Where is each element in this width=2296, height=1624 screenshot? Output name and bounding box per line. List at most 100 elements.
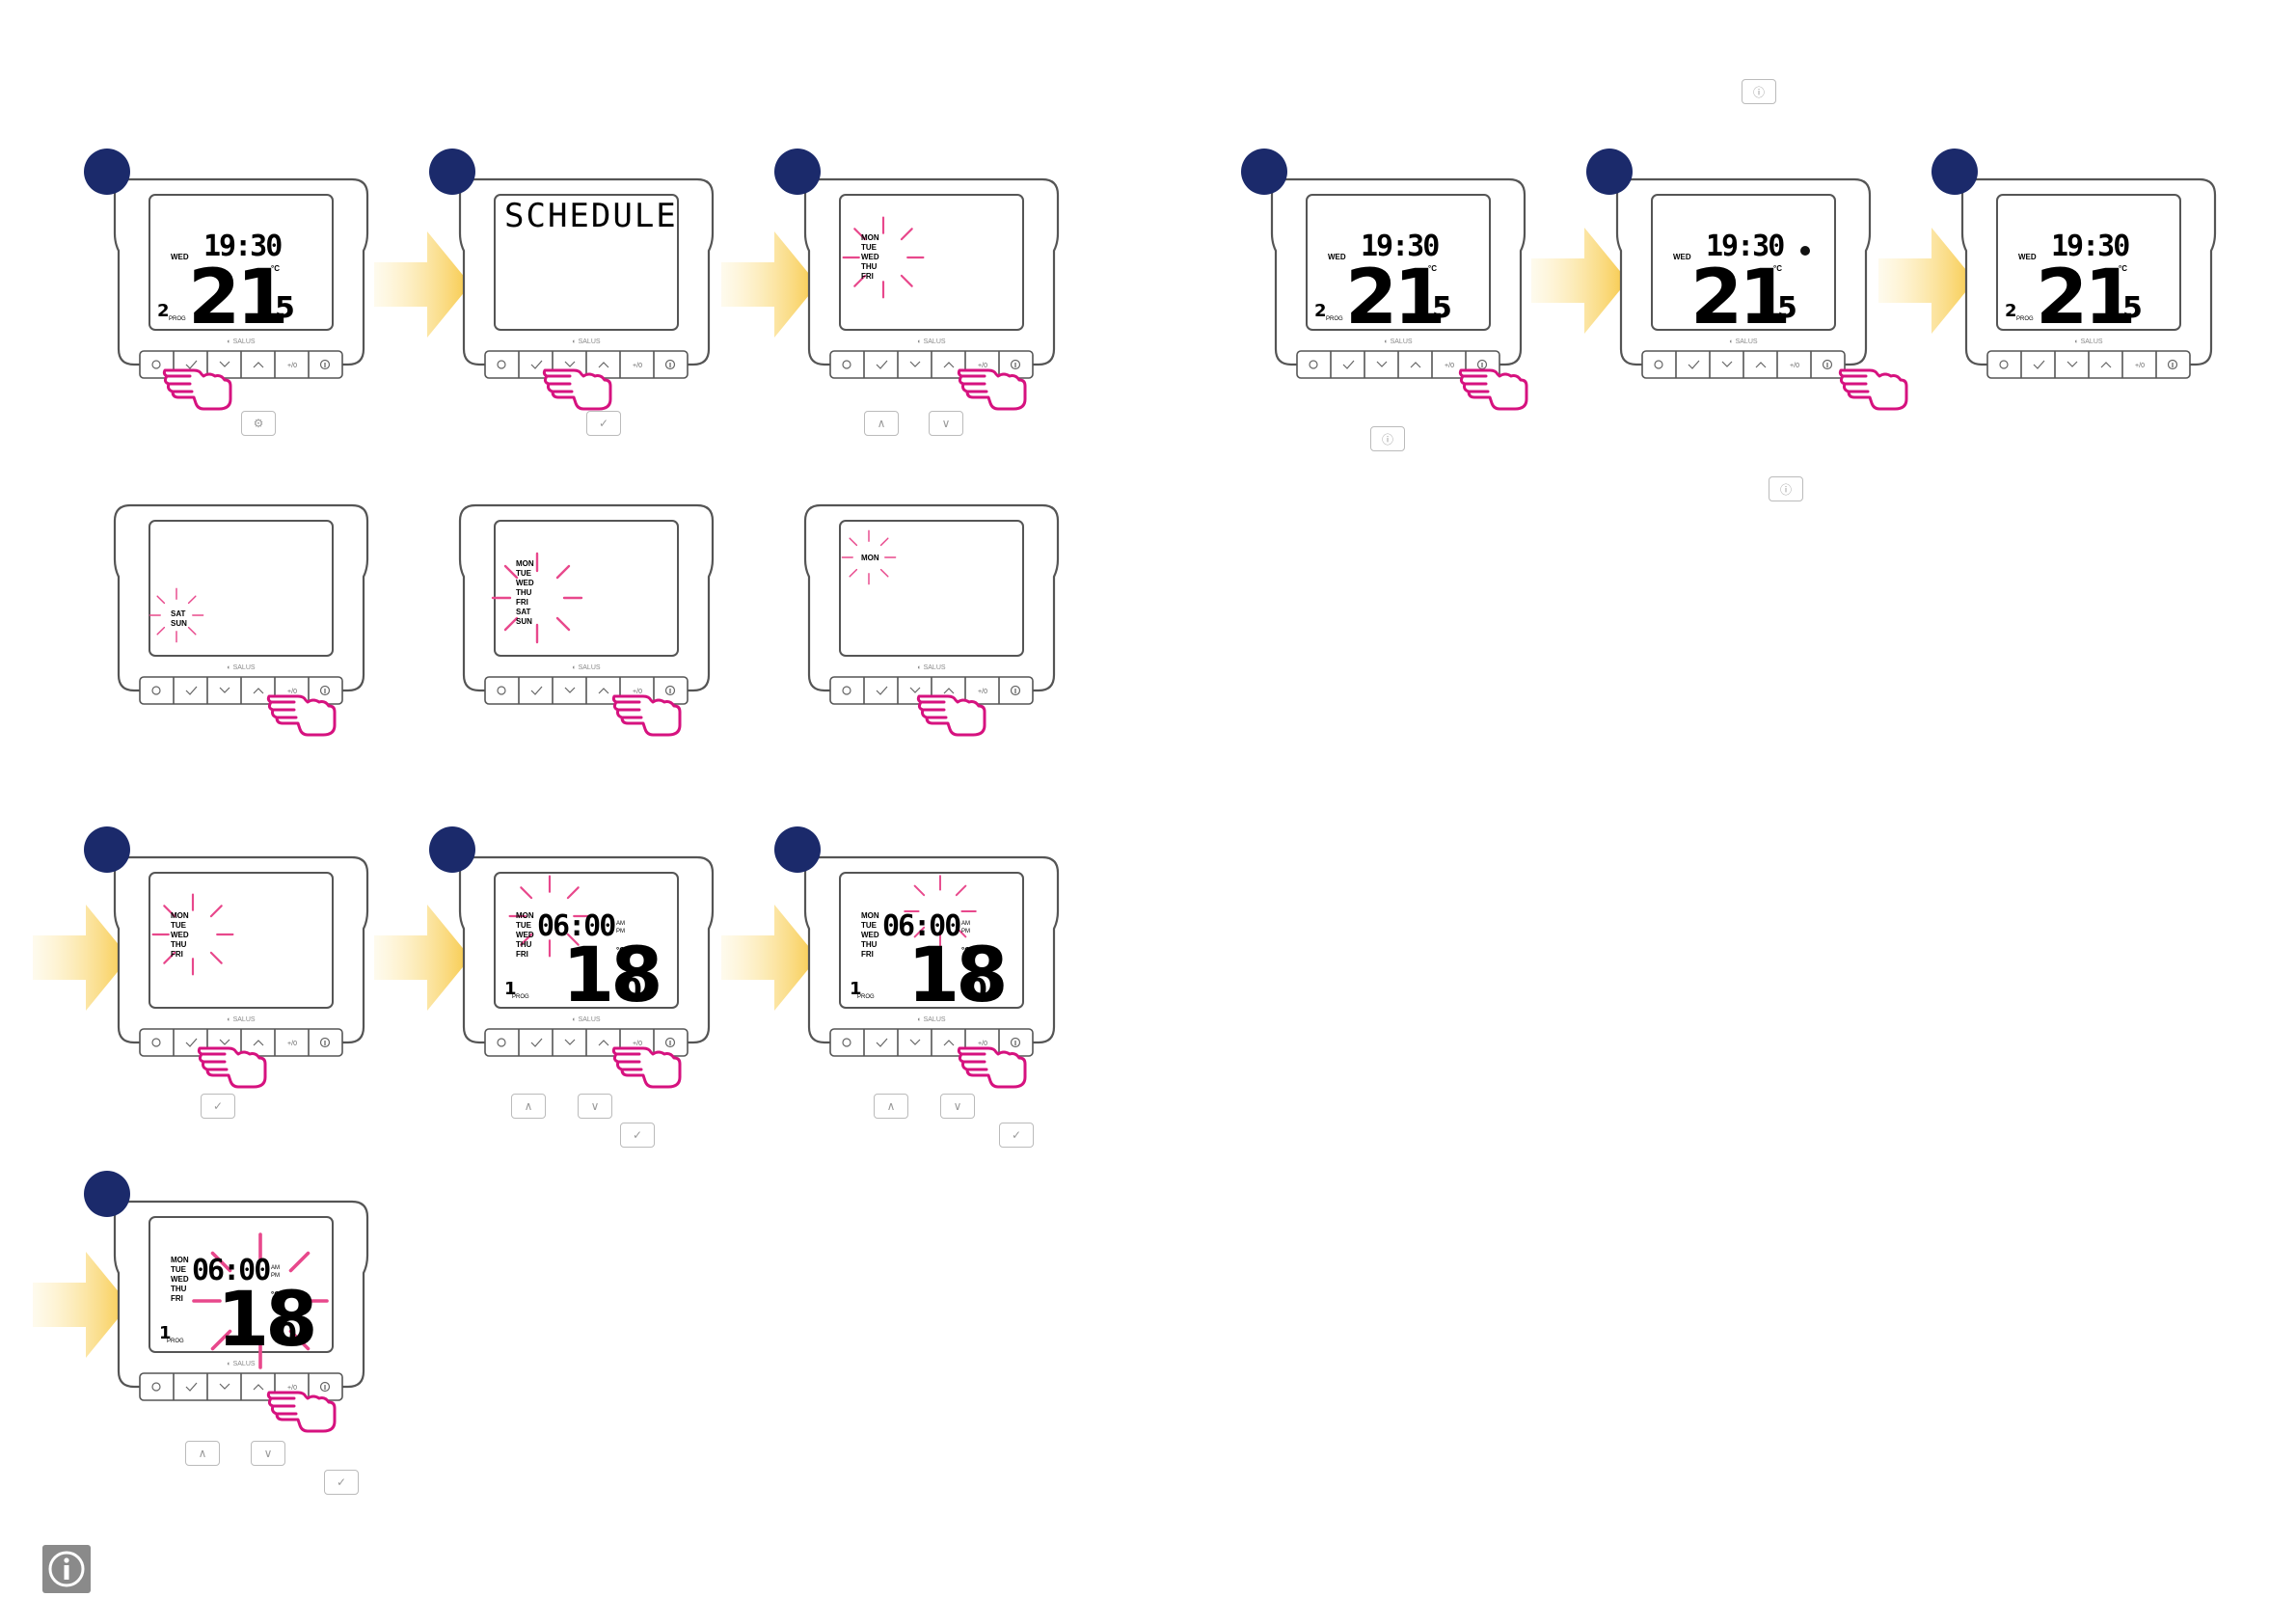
day-label: FRI — [516, 598, 528, 607]
lcd-temp-int: 21 — [2036, 255, 2137, 341]
step-badge — [774, 826, 821, 873]
step-badge — [1931, 149, 1978, 195]
lcd-unit: °C — [961, 946, 970, 955]
hint-info-button[interactable]: ⓘ — [1742, 79, 1776, 104]
lcd-am: AM — [271, 1265, 280, 1271]
hint-check-button[interactable]: ✓ — [586, 411, 621, 436]
hint-down-button[interactable]: ∨ — [940, 1094, 975, 1119]
day-label: MON — [171, 1256, 189, 1264]
hand-icon — [161, 355, 238, 413]
lcd-temp-int: 21 — [1345, 255, 1446, 341]
day-label: TUE — [171, 1265, 186, 1274]
lcd-day: WED — [1328, 253, 1346, 261]
panel-step-5: MON TUE WED THU FRI 06:00 AM PM 18 0 °C … — [429, 826, 716, 1063]
lcd-time: 19:30 — [1361, 230, 1440, 263]
day-label: FRI — [516, 950, 528, 959]
lcd-temp-dec: 0 — [622, 973, 642, 1007]
lcd-day: WED — [1673, 253, 1691, 261]
step-badge — [429, 826, 475, 873]
day-label: FRI — [171, 950, 183, 959]
panel-step-r2: 19:30 WED 21 5 °C — [1586, 149, 1874, 385]
lcd-temp-dec: 5 — [2122, 291, 2143, 325]
lcd-prog-label: PROG — [857, 994, 875, 1000]
hint-up-button[interactable]: ∧ — [511, 1094, 546, 1119]
day-label: THU — [171, 1285, 187, 1293]
day-label: THU — [861, 940, 878, 949]
hint-check-button[interactable]: ✓ — [201, 1094, 235, 1119]
day-label: FRI — [171, 1294, 183, 1303]
lcd-prog-num: 2 — [1314, 301, 1327, 321]
day-label: THU — [516, 940, 532, 949]
panel-step-3: MON TUE WED THU FRI — [774, 149, 1062, 385]
lcd-prog-label: PROG — [1326, 316, 1343, 322]
hint-info-button[interactable]: ⓘ — [1370, 426, 1405, 451]
day-label: FRI — [861, 272, 874, 281]
lcd-days-mon-fri: MON TUE WED THU FRI — [516, 911, 534, 960]
day-label: SUN — [171, 619, 187, 628]
lcd-days-mon-fri: MON TUE WED THU FRI — [171, 1256, 189, 1304]
lcd-pm: PM — [961, 929, 970, 934]
day-label: WED — [516, 579, 534, 587]
lcd-temp-int: 18 — [217, 1277, 318, 1364]
hint-check-button[interactable]: ✓ — [324, 1470, 359, 1495]
day-label: FRI — [861, 950, 874, 959]
day-label: SAT — [516, 608, 531, 616]
step-badge — [84, 826, 130, 873]
lcd-prog-num: 1 — [850, 979, 862, 999]
lcd-time: 06:00 — [192, 1254, 271, 1287]
lcd-prog-num: 1 — [159, 1323, 172, 1343]
day-label: MON — [516, 911, 534, 920]
hint-check-button[interactable]: ✓ — [620, 1123, 655, 1148]
hand-icon — [610, 1033, 688, 1091]
hint-down-button[interactable]: ∨ — [578, 1094, 612, 1119]
info-icon — [1800, 246, 1810, 256]
lcd-days-sat-sun: SAT SUN — [171, 609, 187, 629]
hint-up-button[interactable]: ∧ — [874, 1094, 908, 1119]
day-label: MON — [171, 911, 189, 920]
hand-icon — [541, 355, 618, 413]
lcd-temp-int: 18 — [907, 933, 1009, 1019]
day-label: SUN — [516, 617, 532, 626]
hint-up-button[interactable]: ∧ — [864, 411, 899, 436]
day-label: WED — [861, 253, 879, 261]
lcd-prog-label: PROG — [2016, 316, 2034, 322]
panel-step-2: SCHEDULE — [429, 149, 716, 385]
lcd-temp-dec: 5 — [275, 291, 295, 325]
lcd-prog-label: PROG — [169, 316, 186, 322]
lcd-unit: °C — [271, 264, 280, 273]
lcd-time: 06:00 — [537, 909, 616, 943]
day-label: MON — [861, 233, 879, 242]
hint-up-button[interactable]: ∧ — [185, 1441, 220, 1466]
day-label: THU — [861, 262, 878, 271]
lcd-temp-dec: 5 — [1777, 291, 1797, 325]
lcd-am: AM — [616, 921, 625, 927]
hint-down-button[interactable]: ∨ — [929, 411, 963, 436]
lcd-days-all: MON TUE WED THU FRI SAT SUN — [516, 559, 534, 627]
step-badge — [1586, 149, 1633, 195]
day-label: SAT — [171, 609, 186, 618]
panel-sat-sun: SAT SUN — [111, 501, 371, 711]
lcd-day-mon: MON — [861, 554, 879, 562]
hint-down-button[interactable]: ∨ — [251, 1441, 285, 1466]
lcd-am: AM — [961, 921, 970, 927]
hint-check-button[interactable]: ✓ — [999, 1123, 1034, 1148]
hint-info-button[interactable]: ⓘ — [1769, 476, 1803, 501]
hand-icon — [1457, 355, 1534, 413]
lcd-prog-num: 2 — [157, 301, 170, 321]
panel-step-r1: 19:30 WED 21 5 °C 2 PROG — [1241, 149, 1528, 385]
lcd-time: 19:30 — [2051, 230, 2130, 263]
lcd-temp-dec: 0 — [967, 973, 987, 1007]
lcd-schedule-title: SCHEDULE — [504, 197, 678, 235]
lcd-unit: °C — [271, 1290, 280, 1299]
day-label: TUE — [516, 921, 531, 930]
day-label: THU — [171, 940, 187, 949]
lcd-time: 19:30 — [203, 230, 283, 263]
panel-step-r3: 19:30 WED 21 5 °C 2 PROG — [1931, 149, 2219, 385]
hand-icon — [1837, 355, 1914, 413]
lcd-unit: °C — [1428, 264, 1437, 273]
step-badge — [429, 149, 475, 195]
hint-cog-button[interactable]: ⚙ — [241, 411, 276, 436]
panel-step-1: 19:30 WED 21 5 °C 2 PROG — [84, 149, 371, 385]
day-label: WED — [516, 931, 534, 939]
day-label: MON — [861, 911, 879, 920]
